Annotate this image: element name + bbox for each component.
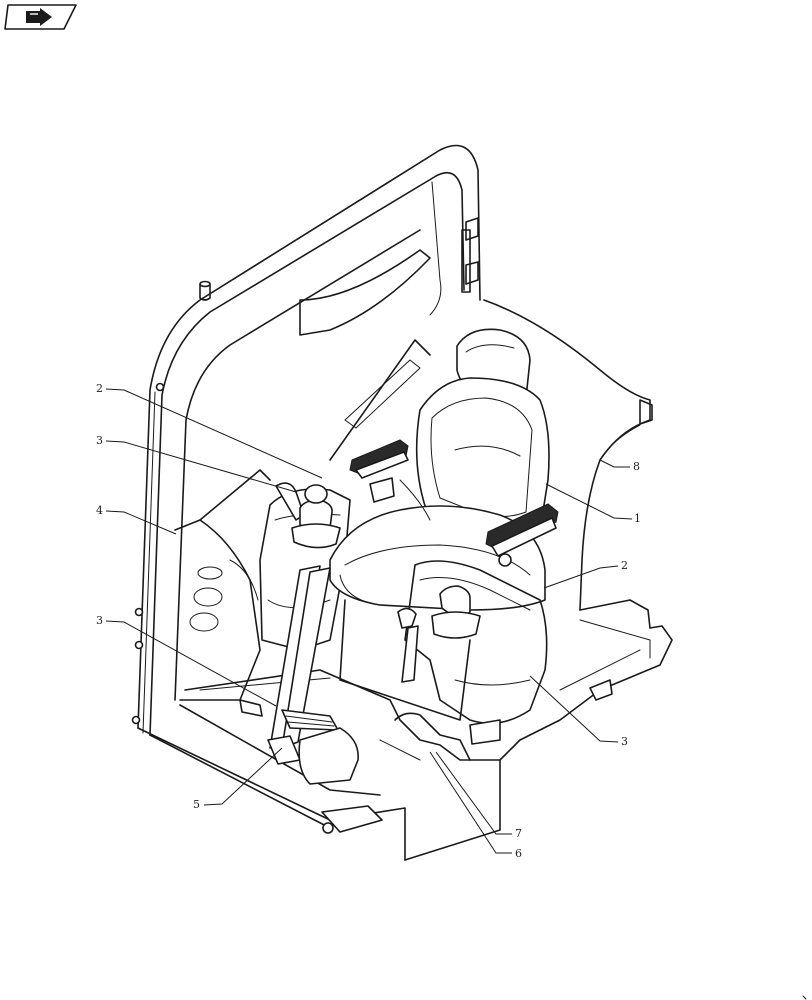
callout-label: 8 (633, 460, 640, 473)
callout-label: 3 (621, 735, 628, 748)
arrow-right-icon (26, 8, 52, 26)
callout-label: 6 (515, 847, 522, 860)
corner-mark (802, 995, 807, 1000)
callout-label: 4 (96, 504, 103, 517)
right-control-console (397, 560, 548, 725)
right-side-panel (483, 299, 673, 761)
left-back-panel (174, 249, 431, 701)
callout-label: 2 (621, 559, 628, 572)
cab-frame (131, 144, 501, 861)
callout-label: 3 (96, 614, 103, 627)
callout-leaders (105, 388, 633, 854)
callout-label: 3 (96, 434, 103, 447)
floor-and-pedals (184, 565, 501, 785)
callout-labels: 2 3 4 3 5 8 1 2 3 7 6 (96, 382, 641, 860)
nav-next-button[interactable] (4, 4, 77, 30)
callout-label: 1 (634, 512, 641, 525)
operator-seat (329, 328, 559, 721)
callout-label: 2 (96, 382, 103, 395)
callout-label: 7 (515, 827, 522, 840)
left-control-console (259, 482, 351, 651)
callout-label: 5 (193, 798, 200, 811)
